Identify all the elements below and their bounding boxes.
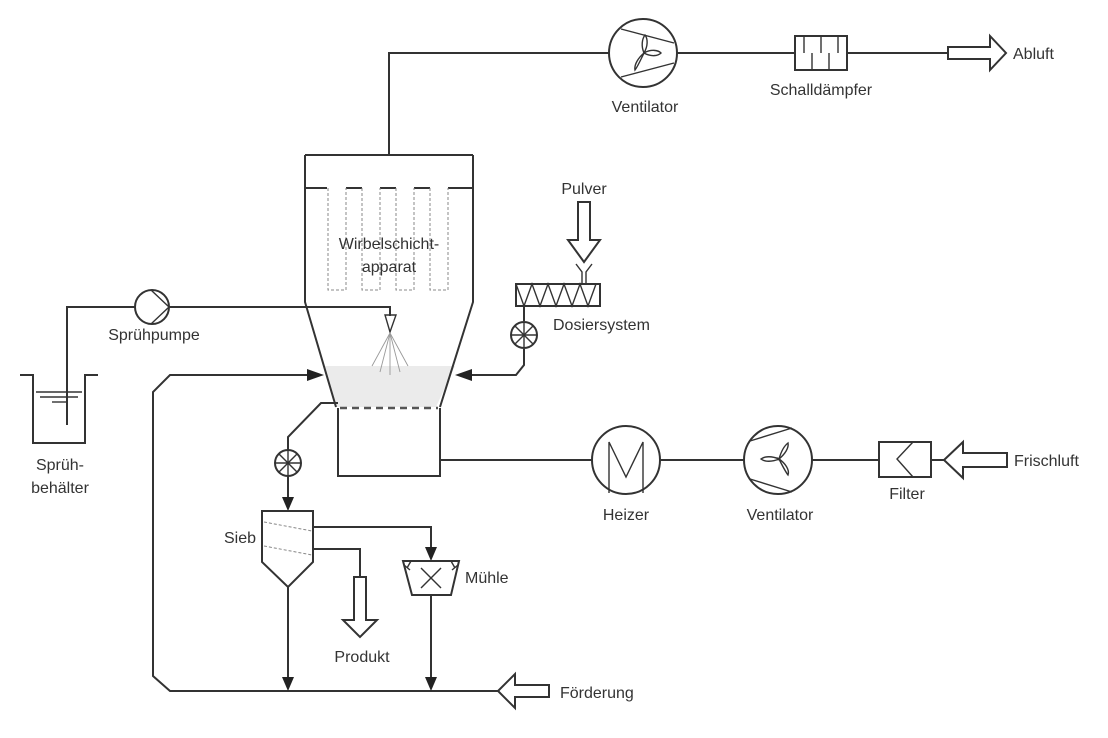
spruehbehaelter-label-line1: Sprüh- [36, 457, 84, 474]
sieb-icon [261, 510, 314, 589]
hopper-icon [575, 263, 593, 284]
sieb-label: Sieb [224, 530, 256, 547]
fines-arrowhead-icon [282, 677, 294, 691]
heizer-label: Heizer [603, 507, 650, 524]
recycle-arrowhead-icon [307, 369, 324, 381]
ventilator-supply-icon [743, 425, 813, 495]
spruehbehaelter-icon [20, 374, 98, 444]
foerderung-label: Förderung [560, 685, 634, 702]
spruehpumpe-label: Sprühpumpe [108, 327, 200, 344]
schalldaempfer-label: Schalldämpfer [770, 82, 873, 99]
coarse-line [313, 526, 432, 551]
spray-line [66, 306, 135, 425]
dosiersystem-label: Dosiersystem [553, 317, 650, 334]
fluid-bed-fill [325, 366, 455, 407]
frischluft-label: Frischluft [1014, 453, 1079, 470]
muehle-label: Mühle [465, 570, 509, 587]
heizer-icon [591, 425, 661, 495]
product-line [313, 548, 361, 577]
ventilator-supply-label: Ventilator [747, 507, 814, 524]
rotary-valve-discharge-icon [274, 449, 302, 477]
feed-line [470, 306, 525, 376]
spray-nozzle-icon [371, 314, 409, 375]
spruehbehaelter-label-line2: behälter [31, 480, 89, 497]
feed-arrowhead-icon [455, 369, 472, 381]
foerderung-arrow-icon [496, 671, 550, 711]
abluft-arrow-icon [947, 33, 1008, 73]
dosiersystem-icon [515, 281, 601, 309]
exhaust-line [388, 52, 948, 155]
discharge-line [287, 402, 338, 450]
recycle-line [152, 374, 498, 692]
rotary-valve-feed-icon [510, 321, 538, 349]
ventilator-exhaust-icon [608, 18, 678, 88]
wirbelschichtapparat [304, 154, 474, 477]
ventilator-exhaust-label: Ventilator [612, 99, 679, 116]
filter-icon [878, 441, 932, 478]
apparatus-label-line1: Wirbelschicht- [339, 236, 439, 253]
schalldaempfer-icon [794, 35, 848, 71]
sieb-inlet-arrowhead-icon [282, 497, 294, 511]
pulver-label: Pulver [561, 181, 607, 198]
produkt-arrow-icon [340, 576, 380, 639]
mill-inlet-arrowhead-icon [425, 547, 437, 561]
mill-outlet-arrowhead-icon [425, 677, 437, 691]
produkt-label: Produkt [334, 649, 390, 666]
filter-label: Filter [889, 486, 925, 503]
spruehpumpe-icon [134, 289, 170, 325]
muehle-icon [401, 560, 461, 596]
filter-bags [327, 188, 449, 291]
pulver-arrow-icon [566, 201, 602, 264]
apparatus-label-line2: apparat [362, 259, 417, 276]
frischluft-arrow-icon [942, 439, 1008, 481]
abluft-label: Abluft [1013, 46, 1054, 63]
